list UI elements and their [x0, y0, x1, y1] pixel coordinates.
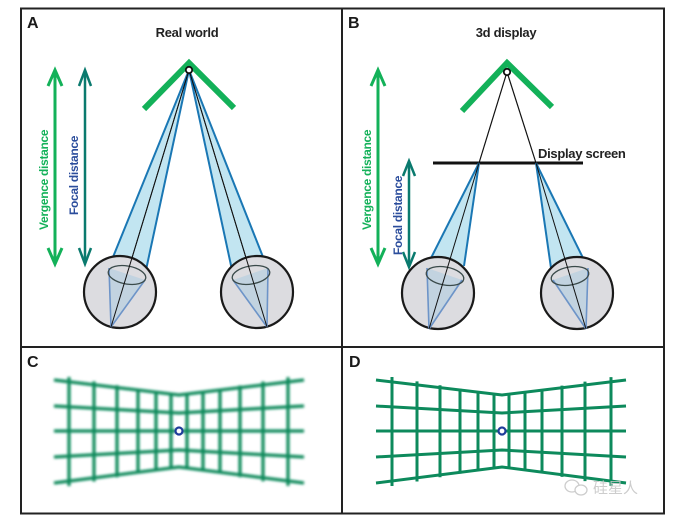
grid-horizontal-line — [375, 448, 627, 459]
grid-sharp — [375, 377, 627, 486]
panel-d-letter: D — [349, 354, 361, 371]
lens — [107, 264, 147, 286]
focal-point — [184, 65, 194, 75]
lens — [550, 265, 590, 287]
vergence-distance-label: Vergence distance — [360, 129, 374, 230]
fixation-point — [497, 426, 507, 436]
grid-horizontal-line — [53, 448, 305, 459]
object-chevron — [141, 58, 237, 112]
fixation-point — [174, 426, 184, 436]
left-eye-ray-cone — [429, 162, 480, 267]
object-chevron — [459, 58, 555, 114]
panel-b-3d-display: B 3d display Vergence distance Focal dis… — [348, 15, 626, 331]
panel-c-letter: C — [27, 354, 39, 371]
wechat-icon — [564, 479, 588, 496]
right-eye-ray-cone — [535, 162, 585, 269]
grid-horizontal-line — [375, 465, 627, 485]
grid-horizontal-line — [53, 378, 305, 397]
panel-b-letter: B — [348, 15, 360, 32]
lens — [231, 264, 271, 286]
focal-distance-label: Focal distance — [391, 175, 405, 255]
grid-horizontal-line — [375, 404, 627, 415]
panel-a-title: Real world — [156, 25, 219, 40]
right-vergence-line — [506, 71, 537, 164]
watermark-text: 硅星人 — [593, 479, 638, 497]
panel-c-blurred-grid: C — [27, 354, 305, 486]
panel-a-real-world: A Real world Vergence distance Focal dis… — [27, 15, 295, 330]
left-eye — [400, 162, 480, 331]
panel-d-sharp-grid: D — [349, 354, 627, 486]
display-screen-label: Display screen — [538, 146, 626, 161]
right-eye — [535, 162, 615, 331]
watermark: 硅星人 — [564, 479, 638, 497]
grid-horizontal-line — [375, 378, 627, 397]
focal-distance-label: Focal distance — [67, 135, 81, 215]
grid-horizontal-line — [53, 404, 305, 415]
vergence-arrow — [46, 66, 64, 268]
focal-arrow — [77, 66, 93, 268]
left-eye — [82, 69, 190, 330]
focal-arrow — [401, 157, 417, 271]
grid-horizontal-line — [53, 465, 305, 485]
left-vergence-line — [478, 71, 508, 164]
right-eye — [188, 69, 295, 330]
vergence-arrow — [369, 66, 387, 268]
panel-b-title: 3d display — [476, 25, 538, 40]
panel-a-letter: A — [27, 15, 39, 32]
lens — [425, 265, 465, 287]
vergence-distance-label: Vergence distance — [37, 129, 51, 230]
focal-point — [502, 67, 512, 77]
